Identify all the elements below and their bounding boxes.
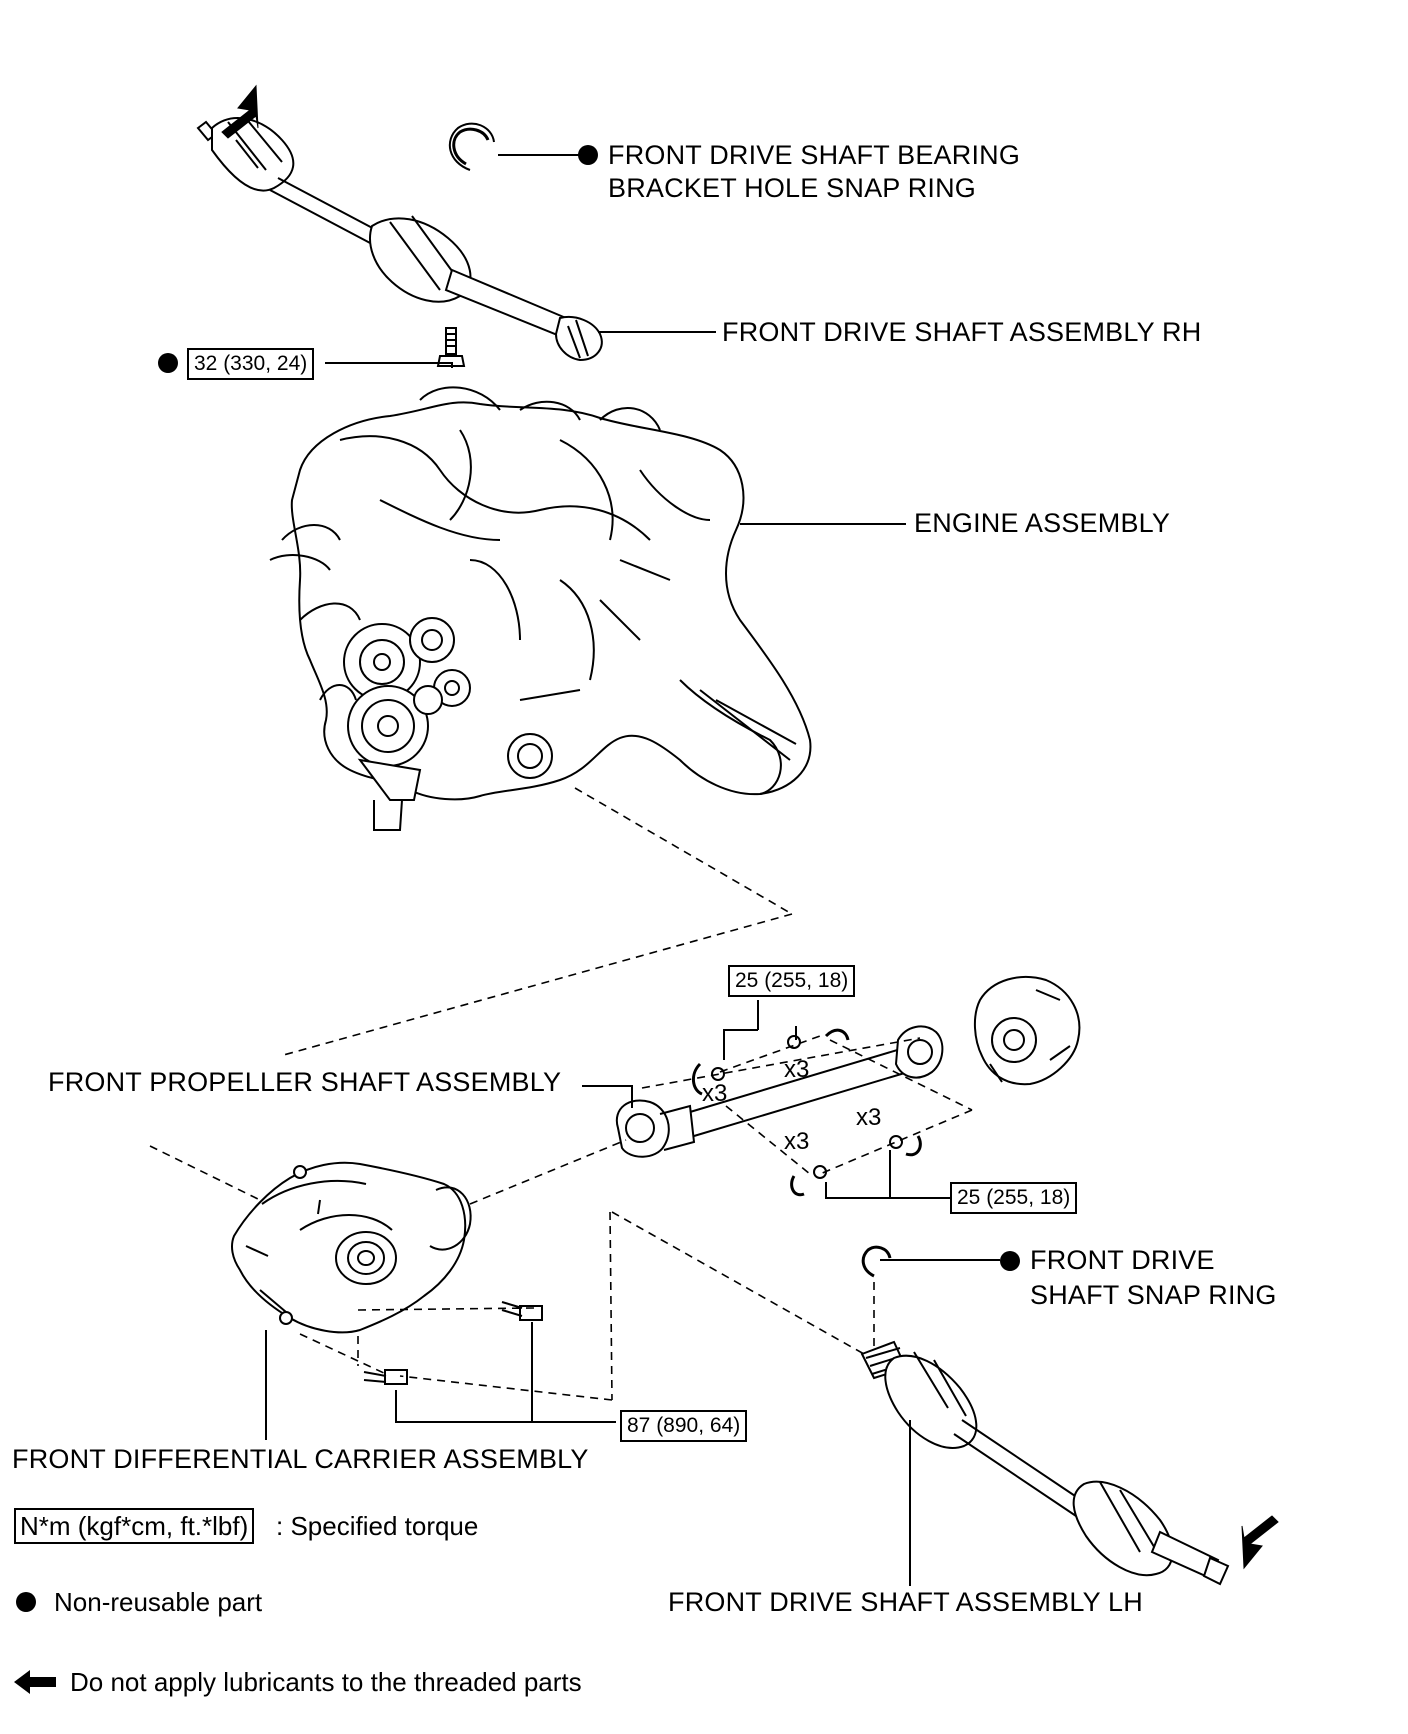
non-reusable-dot — [578, 145, 598, 165]
front-propeller-shaft-drawing — [615, 1025, 944, 1158]
legend-no-lubricant-text: Do not apply lubricants to the threaded … — [70, 1667, 582, 1697]
torque-rh-bolt: 32 (330, 24) — [187, 348, 315, 380]
non-reusable-dot — [158, 353, 178, 373]
engine-assembly-drawing — [269, 386, 812, 831]
quantity-label: x3 — [702, 1080, 728, 1107]
non-reusable-dot — [1000, 1251, 1020, 1271]
label-front-propeller-shaft: FRONT PROPELLER SHAFT ASSEMBLY — [48, 1067, 562, 1097]
label-engine-assembly: ENGINE ASSEMBLY — [914, 508, 1171, 538]
torque-propeller-bottom: 25 (255, 18) — [950, 1182, 1078, 1214]
carrier-bolts-drawing — [363, 1301, 543, 1385]
legend-arrow-icon — [14, 1670, 56, 1694]
torque-propeller-top: 25 (255, 18) — [728, 965, 856, 997]
rh-bolt-drawing — [436, 327, 466, 367]
transfer-flange-drawing — [974, 975, 1081, 1086]
legend-torque-box: N*m (kgf*cm, ft.*lbf) — [14, 1508, 255, 1544]
label-front-drive-shaft-snap-ring-line2: SHAFT SNAP RING — [1030, 1280, 1277, 1310]
torque-carrier: 87 (890, 64) — [620, 1410, 748, 1442]
no-lubricant-arrow-lh — [1241, 1515, 1279, 1570]
legend-torque-description: : Specified torque — [276, 1511, 479, 1541]
label-front-drive-shaft-lh: FRONT DRIVE SHAFT ASSEMBLY LH — [668, 1587, 1143, 1617]
label-bearing-snap-ring-line1: FRONT DRIVE SHAFT BEARING — [608, 140, 1021, 170]
quantity-label: x3 — [784, 1056, 810, 1083]
legend-non-reusable-dot — [16, 1592, 36, 1612]
quantity-label: x3 — [856, 1104, 882, 1131]
front-differential-carrier-drawing — [231, 1161, 472, 1334]
leader-lines — [265, 154, 1000, 1586]
legend-non-reusable-text: Non-reusable part — [54, 1587, 263, 1617]
front-drive-shaft-snap-ring-drawing — [861, 1245, 892, 1278]
no-lubricant-arrow-rh — [221, 84, 259, 139]
quantity-label: x3 — [784, 1128, 810, 1155]
front-drive-shaft-lh-drawing — [860, 1340, 1230, 1586]
dashed-guide-lines — [149, 787, 973, 1401]
bearing-bracket-snap-ring-drawing — [449, 122, 495, 171]
label-bearing-snap-ring-line2: BRACKET HOLE SNAP RING — [608, 173, 977, 203]
label-front-differential-carrier: FRONT DIFFERENTIAL CARRIER ASSEMBLY — [12, 1444, 589, 1474]
label-front-drive-shaft-snap-ring-line1: FRONT DRIVE — [1030, 1245, 1215, 1275]
label-front-drive-shaft-rh: FRONT DRIVE SHAFT ASSEMBLY RH — [722, 317, 1202, 347]
propeller-fasteners-drawing — [692, 1028, 922, 1197]
front-drive-shaft-rh-drawing — [196, 115, 603, 362]
